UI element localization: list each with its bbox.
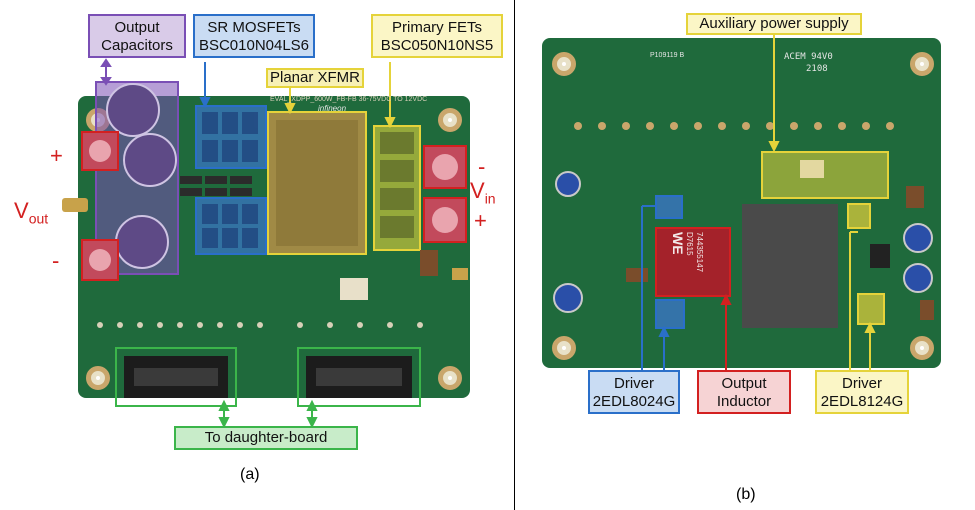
planar-xfmr-label: Planar XFMR (266, 68, 364, 88)
vin-plus-sign: + (474, 208, 487, 233)
driver-left-label: Driver 2EDL8024G (588, 370, 680, 414)
board-ul-code: ACEM 94V0 (784, 52, 833, 62)
vin-minus-sign: - (478, 154, 486, 179)
vout-minus-sign: - (52, 248, 60, 273)
inductor-part-number: 744355147 D7615 (685, 232, 704, 273)
vin-subscript: in (484, 190, 496, 207)
board-year-code: 2108 (806, 64, 828, 74)
board-part-number: P109119 B (650, 52, 685, 59)
primary-fets-label: Primary FETs BSC050N10NS5 (371, 14, 503, 58)
mount-hole (438, 108, 462, 132)
mount-hole (86, 366, 110, 390)
vout-plus-sign: + (50, 143, 63, 168)
vout-label: Vout (14, 198, 48, 226)
aux-power-supply-label: Auxiliary power supply (686, 13, 862, 35)
mount-hole (552, 336, 576, 360)
caption-b: (b) (736, 486, 756, 503)
board-silkscreen-title: EVAL_XDPP_600W_FB-FB 36-75VDC TO 12VDC (270, 96, 428, 103)
output-capacitors-label: Output Capacitors (88, 14, 186, 58)
vin-label: Vin (470, 178, 496, 206)
driver-right-label: Driver 2EDL8124G (815, 370, 909, 414)
caption-a: (a) (240, 466, 260, 483)
mount-hole (438, 366, 462, 390)
mount-hole (910, 52, 934, 76)
panel-divider (514, 0, 515, 510)
to-daughter-board-label: To daughter-board (174, 426, 358, 450)
vout-symbol: V (14, 198, 29, 223)
vout-subscript: out (28, 210, 49, 227)
infineon-logo-text: infineon (318, 104, 347, 113)
sr-mosfets-label: SR MOSFETs BSC010N04LS6 (193, 14, 315, 58)
output-inductor-label: Output Inductor (697, 370, 791, 414)
mount-hole (910, 336, 934, 360)
vin-symbol: V (470, 178, 485, 203)
mount-hole (552, 52, 576, 76)
